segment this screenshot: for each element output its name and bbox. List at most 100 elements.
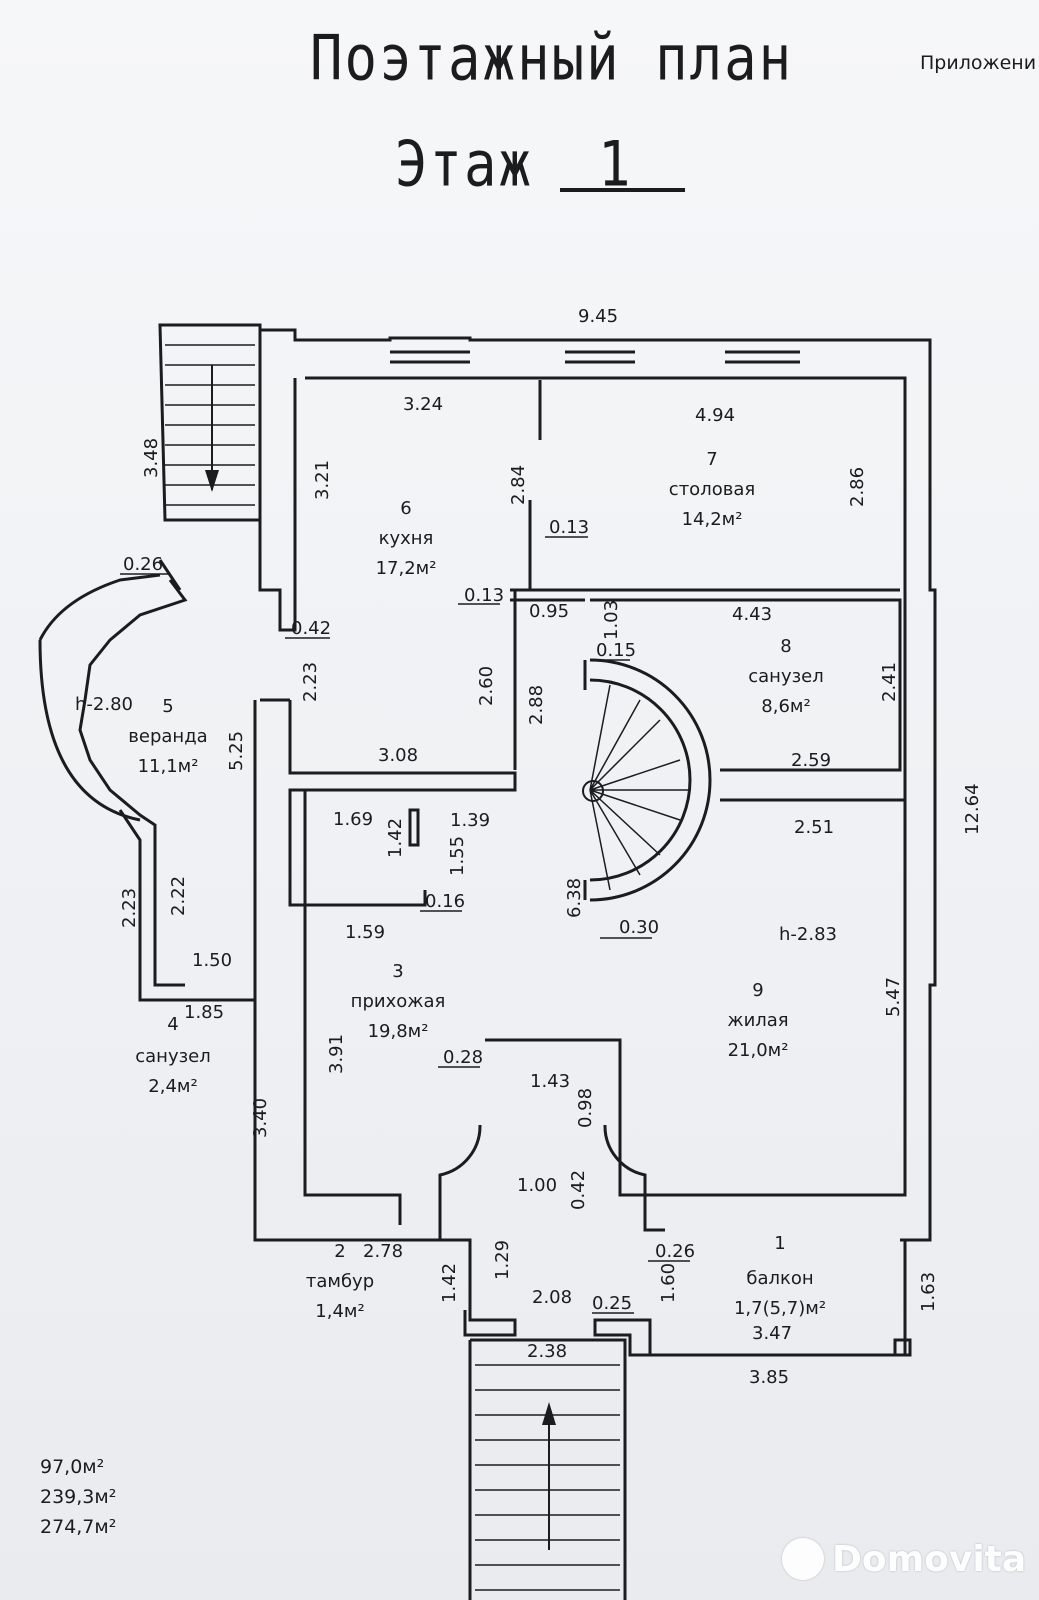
dimension-underlines bbox=[120, 536, 690, 1314]
room-name-8: санузел bbox=[748, 666, 824, 687]
dim-label: 3.40 bbox=[250, 1098, 271, 1138]
room-num-7: 7 bbox=[706, 449, 717, 470]
dim-label: 0.42 bbox=[568, 1170, 589, 1210]
dim-label: 2.23 bbox=[119, 888, 140, 928]
dim-label: 1.60 bbox=[658, 1263, 679, 1303]
dim-label: 1.42 bbox=[439, 1263, 460, 1303]
dim-label: 3.48 bbox=[141, 438, 162, 478]
dim-label: 2.22 bbox=[168, 876, 189, 916]
room-num-1: 1 bbox=[774, 1233, 785, 1254]
room-name-6: кухня bbox=[379, 528, 434, 549]
dim-label: 1.85 bbox=[184, 1002, 224, 1023]
room-area-2: 1,4м² bbox=[315, 1301, 364, 1322]
dim-label: 2.38 bbox=[527, 1341, 567, 1362]
dim-label: 1.55 bbox=[447, 836, 468, 876]
room-name-9: жилая bbox=[727, 1010, 788, 1031]
room-num-8: 8 bbox=[780, 636, 791, 657]
room-area-7: 14,2м² bbox=[682, 509, 743, 530]
dim-label: 1.42 bbox=[385, 818, 406, 858]
dim-label: 1.43 bbox=[530, 1071, 570, 1092]
dim-label: 2.51 bbox=[794, 817, 834, 838]
dimension-labels: 9.45 3.24 4.94 3.21 2.84 2.86 0.13 0.13 … bbox=[119, 306, 983, 1388]
dim-label: 1.69 bbox=[333, 809, 373, 830]
arrow-down-icon bbox=[205, 470, 219, 492]
dim-label: 0.95 bbox=[529, 601, 569, 622]
room-height-5: h-2.80 bbox=[75, 694, 133, 715]
room-area-6: 17,2м² bbox=[376, 558, 437, 579]
dim-label: 3.47 bbox=[752, 1323, 792, 1344]
dim-label: 4.94 bbox=[695, 405, 735, 426]
total-area-3: 274,7м² bbox=[40, 1516, 117, 1538]
stair-newel bbox=[582, 780, 604, 802]
dim-label: 1.29 bbox=[492, 1240, 513, 1280]
room-height-9: h-2.83 bbox=[779, 924, 837, 945]
dim-label: 4.43 bbox=[732, 604, 772, 625]
dim-label: 2.59 bbox=[791, 750, 831, 771]
room-name-7: столовая bbox=[669, 479, 755, 500]
dim-label: 3.24 bbox=[403, 394, 443, 415]
stair-arrows bbox=[211, 365, 550, 1550]
floor-label: Этаж bbox=[395, 128, 534, 201]
dim-label: 2.08 bbox=[532, 1287, 572, 1308]
dim-label: 0.15 bbox=[596, 640, 636, 661]
room-area-1: 1,7(5,7)м² bbox=[734, 1298, 826, 1319]
arrow-up-icon bbox=[542, 1402, 556, 1425]
dim-label: 1.63 bbox=[918, 1272, 939, 1312]
dim-label: 1.00 bbox=[517, 1175, 557, 1196]
dim-label: 3.91 bbox=[326, 1034, 347, 1074]
room-name-5: веранда bbox=[128, 726, 207, 747]
floor-underline bbox=[560, 188, 685, 192]
room-name-4: санузел bbox=[135, 1046, 211, 1067]
dim-label: 3.08 bbox=[378, 745, 418, 766]
walls bbox=[38, 323, 937, 1600]
dim-label: 0.25 bbox=[592, 1293, 632, 1314]
total-area-2: 239,3м² bbox=[40, 1486, 117, 1508]
dim-label: 0.98 bbox=[575, 1088, 596, 1128]
dim-label: 0.13 bbox=[464, 585, 504, 606]
dim-label: 0.26 bbox=[655, 1241, 695, 1262]
room-labels: 1 балкон 1,7(5,7)м² 2 тамбур 1,4м² 3 при… bbox=[75, 449, 837, 1322]
dim-label: 0.30 bbox=[619, 917, 659, 938]
room-name-3: прихожая bbox=[351, 991, 446, 1012]
dim-label: 5.47 bbox=[883, 977, 904, 1017]
room-name-2: тамбур bbox=[306, 1271, 374, 1292]
dim-label: 2.23 bbox=[300, 662, 321, 702]
dim-label: 2.78 bbox=[363, 1241, 403, 1262]
dim-label: 0.16 bbox=[425, 891, 465, 912]
room-area-8: 8,6м² bbox=[761, 696, 810, 717]
room-name-1: балкон bbox=[746, 1268, 813, 1289]
plan-title: Поэтажный план bbox=[310, 22, 794, 95]
room-num-6: 6 bbox=[400, 498, 411, 519]
dim-label: 0.42 bbox=[291, 618, 331, 639]
dim-label: 0.26 bbox=[123, 554, 163, 575]
dim-label: 3.85 bbox=[749, 1367, 789, 1388]
watermark-logo-icon bbox=[782, 1538, 824, 1580]
dim-label: 1.50 bbox=[192, 950, 232, 971]
total-area-1: 97,0м² bbox=[40, 1456, 105, 1478]
dim-label: 3.21 bbox=[312, 460, 333, 500]
watermark-text: Domovita bbox=[832, 1538, 1027, 1580]
dim-label: 12.64 bbox=[962, 783, 983, 835]
dim-label: 2.60 bbox=[476, 666, 497, 706]
dim-label: 2.84 bbox=[508, 465, 529, 505]
dim-label: 2.41 bbox=[879, 662, 900, 702]
room-area-9: 21,0м² bbox=[728, 1040, 789, 1061]
room-num-4: 4 bbox=[167, 1014, 178, 1035]
dim-label: 1.03 bbox=[601, 600, 622, 640]
dim-label: 1.59 bbox=[345, 922, 385, 943]
room-num-5: 5 bbox=[162, 696, 173, 717]
dim-label: 9.45 bbox=[578, 306, 618, 327]
room-area-3: 19,8м² bbox=[368, 1021, 429, 1042]
dim-label: 1.39 bbox=[450, 810, 490, 831]
room-area-5: 11,1м² bbox=[138, 756, 199, 777]
dim-label: 6.38 bbox=[564, 878, 585, 918]
dim-label: 0.28 bbox=[443, 1047, 483, 1068]
appendix-note: Приложени bbox=[920, 52, 1037, 74]
dim-label: 2.88 bbox=[526, 685, 547, 725]
room-num-9: 9 bbox=[752, 980, 763, 1001]
room-num-2: 2 bbox=[334, 1241, 345, 1262]
dim-label: 0.13 bbox=[549, 517, 589, 538]
room-area-4: 2,4м² bbox=[148, 1076, 197, 1097]
dim-label: 5.25 bbox=[226, 731, 247, 771]
